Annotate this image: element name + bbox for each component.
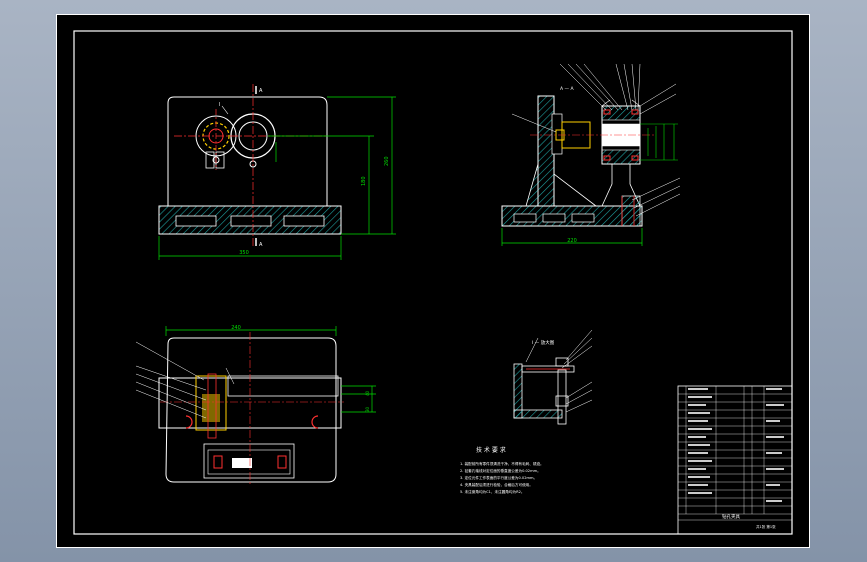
drawing-canvas: A A I 350 180 260 A — A	[56, 14, 810, 548]
outer-border	[56, 14, 810, 548]
detail-view: I — 放大图	[513, 329, 593, 425]
view-marker-i: I	[219, 102, 220, 108]
note-item: 4. 夹具装配后须进行检验，合格后方可使用。	[460, 482, 533, 487]
top-dim-width: 240	[231, 325, 241, 331]
inner-frame	[73, 30, 793, 535]
notes-title: 技 术 要 求	[476, 446, 506, 454]
top-dim-right-2: 30	[365, 406, 370, 412]
drawing-sheet: A A I 350 180 260 A — A	[56, 14, 810, 548]
note-item: 1. 装配前所有零件须清洗干净，不得有毛刺、锈迹。	[460, 461, 544, 466]
technical-notes: 技 术 要 求 1. 装配前所有零件须清洗干净，不得有毛刺、锈迹。 2. 钻套孔…	[460, 446, 544, 494]
note-item: 5. 未注倒角均为C1，未注圆角均为R2。	[460, 489, 524, 494]
side-dim-width: 220	[567, 238, 577, 244]
side-section-view: A — A	[501, 63, 681, 246]
sheet-count: 共1张 第1张	[756, 524, 776, 529]
front-dim-height-inner: 180	[361, 176, 367, 186]
top-view: 240 40 30	[135, 325, 376, 484]
front-dim-width: 350	[239, 250, 249, 256]
note-item: 3. 定位元件工作表面的平行度公差为0.02mm。	[460, 475, 537, 480]
top-dim-right-1: 40	[365, 390, 370, 396]
note-item: 2. 钻套孔轴线对定位面的垂直度公差为0.02mm。	[460, 468, 541, 473]
front-dim-height-outer: 260	[384, 156, 390, 166]
front-view: A A I 350 180 260	[158, 84, 396, 260]
section-a-title: A — A	[560, 86, 574, 92]
detail-label: I — 放大图	[532, 339, 555, 346]
section-marker-bottom: A	[259, 242, 263, 248]
drawing-title: 钻孔夹具	[722, 513, 740, 520]
section-marker-top: A	[259, 88, 263, 94]
title-block: 钻孔夹具 共1张 第1张	[677, 385, 793, 535]
